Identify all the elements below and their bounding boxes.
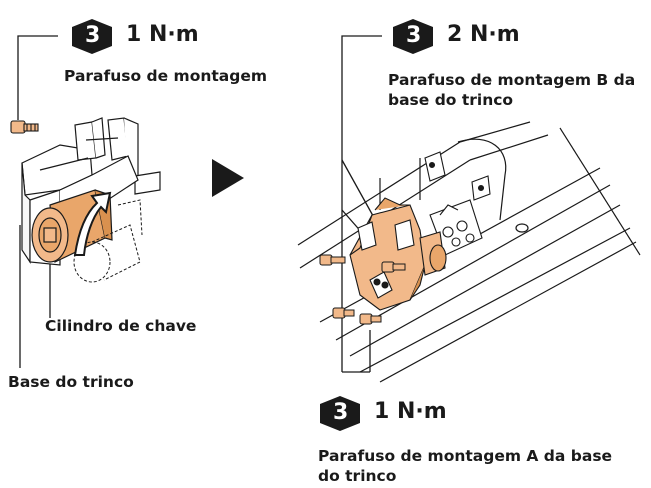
label-mounting-screw-a-line2: do trinco [318, 467, 397, 485]
label-mounting-screw-b-line2: base do trinco [388, 91, 514, 109]
label-key-cylinder: Cilindro de chave [45, 317, 197, 335]
step-number-left: 3 [85, 23, 101, 48]
rail-housing [297, 121, 641, 383]
ghost-cylinder [73, 199, 143, 283]
left-mounting-screw [10, 120, 39, 134]
right-latch-base [349, 197, 447, 311]
step-badge-right-top [393, 19, 433, 54]
torque-value-right-top: 2 N·m [447, 22, 520, 47]
play-arrow-icon [212, 159, 244, 197]
step-number-right-bottom: 3 [333, 400, 349, 425]
torque-value-left: 1 N·m [126, 22, 199, 47]
housing-blocks [424, 151, 491, 201]
step-number-right-top: 3 [406, 23, 422, 48]
step-badge-left [72, 19, 112, 54]
right-screws [319, 254, 406, 325]
label-mounting-screw-b-line1: Parafuso de montagem B da [388, 71, 636, 89]
label-mounting-screw-a-line1: Parafuso de montagem A da base [318, 447, 613, 465]
step-badge-right-bottom [320, 396, 360, 431]
label-mounting-screw: Parafuso de montagem [64, 67, 268, 85]
label-latch-base: Base do trinco [8, 373, 134, 391]
torque-value-right-bottom: 1 N·m [374, 399, 447, 424]
left-leader-lines [17, 35, 58, 368]
rotation-arrow [73, 191, 112, 256]
